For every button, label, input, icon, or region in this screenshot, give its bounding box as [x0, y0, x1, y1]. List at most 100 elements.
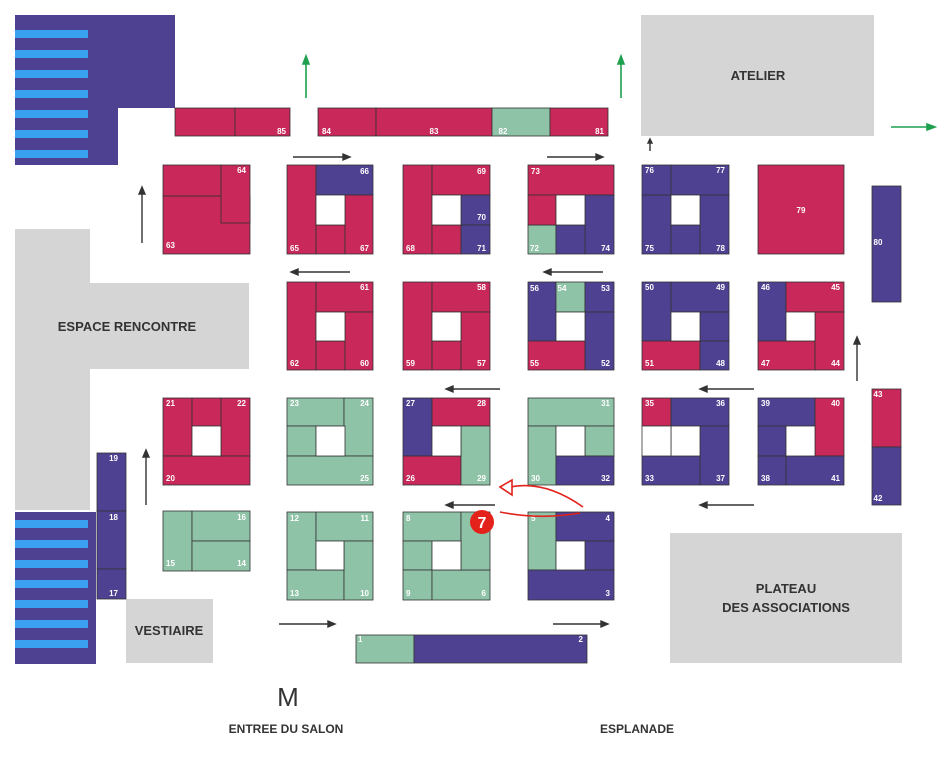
stand-79[interactable]	[757, 164, 845, 255]
stand-47[interactable]	[757, 340, 816, 371]
stand-57[interactable]	[460, 311, 491, 371]
stand-28[interactable]	[431, 397, 491, 427]
stand-38[interactable]	[757, 455, 787, 486]
stand-82[interactable]	[491, 107, 551, 137]
stand-37[interactable]	[699, 425, 730, 486]
stand-number-17: 17	[109, 589, 118, 598]
atelier-zone[interactable]	[641, 15, 874, 136]
marker-label: 7	[478, 515, 487, 532]
stand-67[interactable]	[344, 194, 374, 255]
espace-rencontre-zone[interactable]	[15, 229, 249, 510]
stand-28-area	[431, 397, 491, 427]
stand-74-area	[555, 224, 586, 255]
stand-61[interactable]	[315, 281, 374, 313]
stand-18[interactable]	[96, 510, 127, 570]
stand-52[interactable]	[584, 311, 615, 371]
stand-10[interactable]	[343, 540, 374, 601]
stand-number-55: 55	[530, 359, 539, 368]
stand-number-12: 12	[290, 514, 299, 523]
stand-81[interactable]	[549, 107, 609, 137]
stand-77[interactable]	[670, 164, 730, 196]
stand-51[interactable]	[641, 340, 701, 371]
stand-50[interactable]	[641, 281, 672, 342]
stand-20-area	[162, 455, 251, 486]
stand-65[interactable]	[286, 164, 346, 255]
stand-48[interactable]	[699, 340, 730, 371]
stand-44-area	[814, 311, 845, 371]
stand-number-41: 41	[831, 474, 840, 483]
stand-27[interactable]	[402, 397, 433, 457]
stand-73[interactable]	[527, 164, 615, 226]
stand-15-area	[162, 510, 193, 572]
stand-number-39: 39	[761, 399, 770, 408]
stand-39[interactable]	[757, 397, 816, 457]
stand-number-85: 85	[277, 127, 286, 136]
stand-75[interactable]	[641, 194, 701, 255]
stand-49-area	[699, 311, 730, 342]
stand-17[interactable]	[96, 568, 127, 600]
stand-71[interactable]	[460, 224, 491, 255]
stand-64[interactable]	[220, 164, 251, 224]
stand-46[interactable]	[757, 281, 787, 342]
block-center-15	[315, 540, 345, 571]
stand-15[interactable]	[162, 510, 193, 572]
stand-74[interactable]	[555, 194, 615, 255]
stand-8-area	[402, 540, 433, 571]
stand-number-83: 83	[430, 127, 439, 136]
stand-80[interactable]	[871, 185, 902, 303]
stand-86[interactable]	[174, 107, 236, 137]
stand-50-area	[641, 281, 672, 342]
stand-5[interactable]	[527, 511, 557, 571]
block-center-12	[555, 425, 586, 457]
stand-31[interactable]	[527, 397, 615, 457]
stand-86-area	[174, 107, 236, 137]
stand-41[interactable]	[785, 455, 845, 486]
stand-58[interactable]	[431, 281, 491, 313]
stand-36[interactable]	[670, 397, 730, 427]
atelier-label: ATELIER	[731, 68, 786, 83]
stand-85[interactable]	[234, 107, 291, 137]
stand-62[interactable]	[286, 281, 346, 371]
plateau-zone[interactable]	[670, 533, 902, 663]
stand-8[interactable]	[402, 511, 462, 571]
stand-2[interactable]	[413, 634, 588, 664]
stand-number-4: 4	[606, 514, 611, 523]
stand-number-27: 27	[406, 399, 415, 408]
stand-22[interactable]	[220, 397, 251, 457]
stand-9[interactable]	[402, 569, 433, 601]
block-center-14	[785, 425, 816, 457]
stand-23[interactable]	[286, 397, 345, 457]
stand-19[interactable]	[96, 452, 127, 512]
stand-14-area	[191, 540, 251, 572]
stand-45[interactable]	[785, 281, 845, 313]
vestiaire-zone[interactable]	[126, 599, 213, 663]
exit-arrows	[301, 53, 938, 132]
stand-42[interactable]	[871, 446, 902, 506]
stand-number-70: 70	[477, 213, 486, 222]
stand-1[interactable]	[355, 634, 415, 664]
stand-35[interactable]	[641, 397, 672, 427]
stand-76[interactable]	[641, 164, 672, 196]
stand-62-area	[286, 281, 317, 371]
stand-30[interactable]	[527, 425, 557, 486]
stand-44[interactable]	[814, 311, 845, 371]
stand-4[interactable]	[555, 511, 615, 571]
stand-72[interactable]	[527, 224, 557, 255]
location-marker[interactable]: 7	[470, 478, 584, 534]
stand-number-69: 69	[477, 167, 486, 176]
stand-29[interactable]	[460, 425, 491, 486]
stand-32[interactable]	[555, 455, 615, 486]
stand-3[interactable]	[527, 569, 615, 601]
stand-26[interactable]	[402, 455, 462, 486]
stand-number-81: 81	[595, 127, 604, 136]
stand-number-18: 18	[109, 513, 118, 522]
stand-19-area	[96, 452, 127, 512]
stand-4-area	[555, 511, 615, 542]
stand-20[interactable]	[162, 455, 251, 486]
stand-25[interactable]	[286, 455, 374, 486]
stand-68[interactable]	[402, 164, 462, 255]
stand-number-65: 65	[290, 244, 299, 253]
stand-number-61: 61	[360, 283, 369, 292]
stand-14[interactable]	[191, 540, 251, 572]
stand-number-53: 53	[601, 284, 610, 293]
